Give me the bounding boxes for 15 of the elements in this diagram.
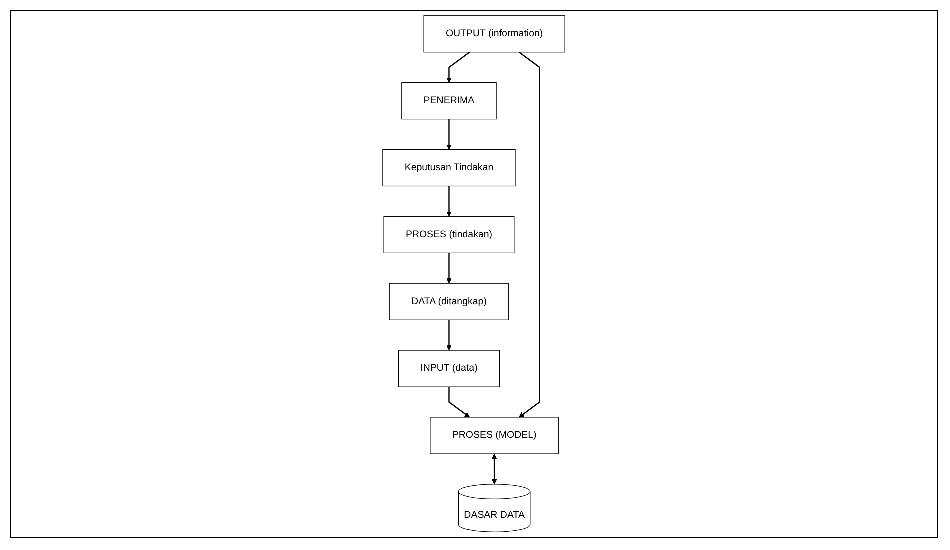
- arrow: [446, 253, 452, 284]
- arrow: [446, 320, 452, 351]
- node-box: PROSES (MODEL): [430, 417, 559, 454]
- arrow: [446, 186, 452, 217]
- node-box: Keputusan Tindakan: [382, 149, 516, 187]
- arrow: [446, 52, 470, 84]
- arrow: [448, 387, 470, 418]
- node-box: PROSES (tindakan): [384, 216, 515, 254]
- arrow: [492, 454, 498, 485]
- arrow: [446, 119, 452, 150]
- node-box: OUTPUT (information): [424, 16, 566, 53]
- arrow: [518, 52, 540, 418]
- node-box: INPUT (data): [398, 350, 500, 388]
- node-box: PENERIMA: [402, 82, 497, 120]
- node-box: DATA (ditangkap): [389, 283, 510, 320]
